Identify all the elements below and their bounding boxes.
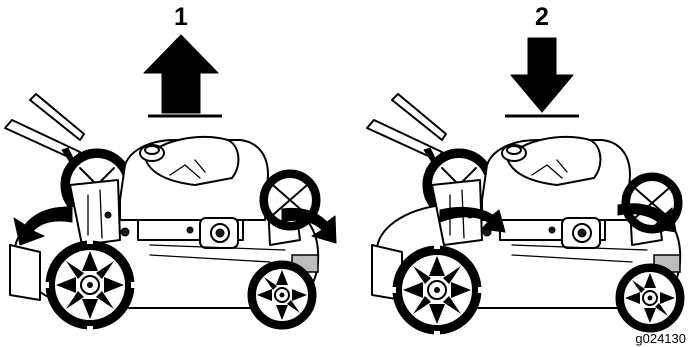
arrow-up-icon <box>143 34 222 118</box>
arrow-down-icon <box>505 37 579 118</box>
panel-1: 1 <box>4 3 337 332</box>
rotate-inward-left-icon <box>439 206 506 233</box>
step-label-2: 2 <box>535 3 549 31</box>
rotate-inward-right-icon <box>617 203 677 233</box>
panel-2: 2 <box>366 3 685 337</box>
mower-illustration <box>366 93 685 337</box>
step-label-1: 1 <box>174 3 188 31</box>
figure-code: g024130 <box>635 331 686 346</box>
